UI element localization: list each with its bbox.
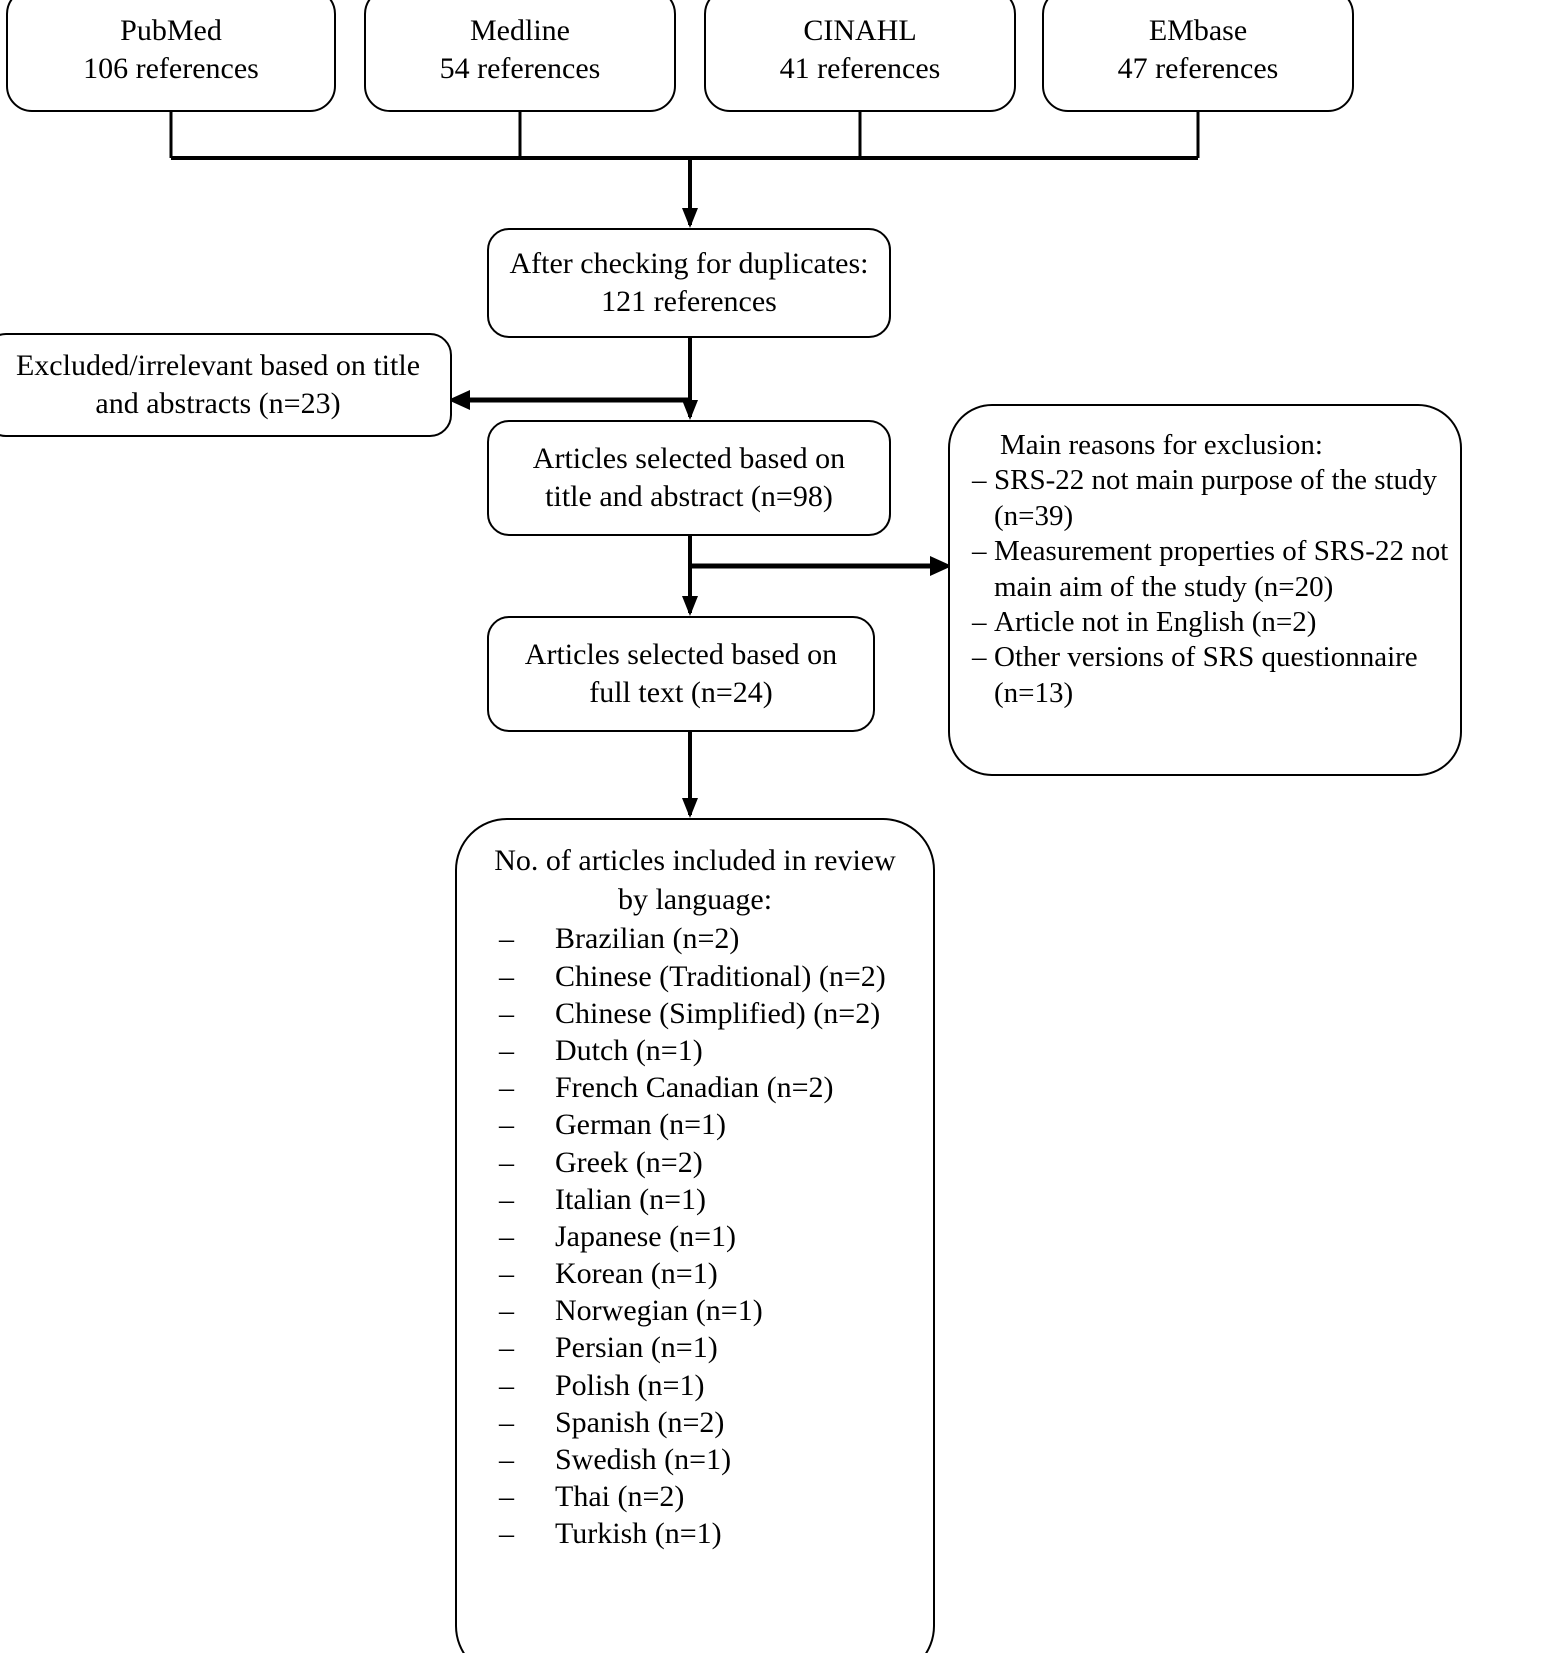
bullet-dash-icon: –	[499, 959, 514, 993]
language-item: – Persian (n=1)	[471, 1329, 919, 1366]
language-item-text: Chinese (Traditional) (n=2)	[555, 959, 886, 993]
language-item-text: Norwegian (n=1)	[555, 1294, 763, 1328]
language-item: – Norwegian (n=1)	[471, 1292, 919, 1329]
exclusion-reasons-box: Main reasons for exclusion: –SRS-22 not …	[948, 404, 1462, 776]
source-count: 106 references	[83, 52, 259, 85]
languages-title-line-1: No. of articles included in review	[494, 844, 896, 877]
language-item: – Swedish (n=1)	[471, 1441, 919, 1478]
languages-title-line-2: by language:	[617, 883, 773, 917]
source-name: EMbase	[1148, 14, 1248, 48]
language-item: – Chinese (Traditional) (n=2)	[471, 958, 919, 995]
source-name: CINAHL	[803, 14, 917, 48]
language-item: – Turkish (n=1)	[471, 1515, 919, 1552]
bullet-dash-icon: –	[499, 1071, 514, 1105]
language-item: – Spanish (n=2)	[471, 1404, 919, 1441]
bullet-dash-icon: –	[499, 922, 514, 956]
selected-title-abstract-box: Articles selected based on title and abs…	[487, 420, 891, 536]
excluded-title-abstract-box: Excluded/irrelevant based on title and a…	[0, 333, 452, 437]
bullet-dash-icon: –	[499, 1368, 514, 1402]
exclusion-reason-text: Other versions of SRS questionnaire (n=1…	[994, 641, 1418, 709]
bullet-dash-icon: –	[499, 1033, 514, 1067]
bullet-dash-icon: –	[972, 535, 987, 568]
arrowhead-bus-to-duplicates	[682, 208, 698, 228]
bullet-dash-icon: –	[499, 1405, 514, 1439]
language-item: – Polish (n=1)	[471, 1367, 919, 1404]
language-item-text: Turkish (n=1)	[555, 1517, 722, 1551]
language-item: – Brazilian (n=2)	[471, 920, 919, 957]
language-item-text: Dutch (n=1)	[555, 1033, 703, 1067]
bullet-dash-icon: –	[972, 605, 987, 638]
selected-fulltext-line-1: Articles selected based on	[524, 638, 838, 672]
language-item-text: Brazilian (n=2)	[555, 922, 740, 956]
duplicates-box: After checking for duplicates: 121 refer…	[487, 228, 891, 338]
language-item: – French Canadian (n=2)	[471, 1069, 919, 1106]
language-item-text: Korean (n=1)	[555, 1257, 718, 1291]
source-name: Medline	[470, 14, 570, 48]
exclusion-reason-text: SRS-22 not main purpose of the study (n=…	[994, 464, 1438, 532]
source-count: 47 references	[1117, 52, 1279, 85]
excluded-line-1: Excluded/irrelevant based on title	[15, 349, 421, 383]
language-item-text: Persian (n=1)	[555, 1331, 718, 1365]
exclusion-reason-item: –SRS-22 not main purpose of the study (n…	[972, 463, 1450, 534]
bullet-dash-icon: –	[972, 464, 987, 497]
bullet-dash-icon: –	[499, 1182, 514, 1216]
exclusion-reasons-list: –SRS-22 not main purpose of the study (n…	[972, 463, 1450, 711]
exclusion-reason-item: –Measurement properties of SRS-22 not ma…	[972, 534, 1450, 605]
language-item: – Italian (n=1)	[471, 1181, 919, 1218]
bullet-dash-icon: –	[972, 641, 987, 674]
bullet-dash-icon: –	[499, 1331, 514, 1365]
arrowhead-fulltext-to-languages	[682, 798, 698, 818]
language-item: – German (n=1)	[471, 1106, 919, 1143]
language-item-text: French Canadian (n=2)	[555, 1071, 834, 1105]
arrowhead-title-to-fulltext	[682, 596, 698, 616]
language-item-text: Thai (n=2)	[555, 1480, 685, 1514]
language-item: – Korean (n=1)	[471, 1255, 919, 1292]
language-item-text: Greek (n=2)	[555, 1145, 703, 1179]
bullet-dash-icon: –	[499, 1480, 514, 1514]
language-item: – Japanese (n=1)	[471, 1218, 919, 1255]
selected-title-line-2: title and abstract (n=98)	[545, 480, 833, 513]
bullet-dash-icon: –	[499, 1517, 514, 1551]
selected-fulltext-line-2: full text (n=24)	[589, 676, 773, 709]
languages-list: – Brazilian (n=2) – Chinese (Traditional) (…	[471, 920, 919, 1552]
language-item-text: Polish (n=1)	[555, 1368, 705, 1402]
bullet-dash-icon: –	[499, 1145, 514, 1179]
source-box-cinahl: CINAHL 41 references	[704, 0, 1016, 112]
bullet-dash-icon: –	[499, 996, 514, 1030]
language-item-text: Italian (n=1)	[555, 1182, 707, 1216]
duplicates-line-2: 121 references	[601, 285, 777, 318]
language-item-text: Chinese (Simplified) (n=2)	[555, 996, 881, 1030]
language-item: – Thai (n=2)	[471, 1478, 919, 1515]
bullet-dash-icon: –	[499, 1108, 514, 1142]
language-item-text: Swedish (n=1)	[555, 1443, 732, 1476]
source-count: 41 references	[779, 52, 941, 85]
selected-full-text-box: Articles selected based on full text (n=…	[487, 616, 875, 732]
bullet-dash-icon: –	[499, 1219, 514, 1253]
language-item: – Dutch (n=1)	[471, 1032, 919, 1069]
language-item: – Greek (n=2)	[471, 1144, 919, 1181]
source-name: PubMed	[120, 14, 222, 48]
source-box-medline: Medline 54 references	[364, 0, 676, 112]
exclusion-reason-item: –Other versions of SRS questionnaire (n=…	[972, 640, 1450, 711]
language-item-text: Spanish (n=2)	[555, 1405, 725, 1439]
language-item-text: Japanese (n=1)	[555, 1219, 737, 1253]
exclusion-reason-text: Measurement properties of SRS-22 not mai…	[994, 535, 1449, 603]
language-item: – Chinese (Simplified) (n=2)	[471, 995, 919, 1032]
source-box-embase: EMbase 47 references	[1042, 0, 1354, 112]
arrowhead-duplicates-to-title	[682, 400, 698, 420]
bullet-dash-icon: –	[499, 1443, 514, 1476]
selected-title-line-1: Articles selected based on	[532, 442, 846, 476]
duplicates-line-1: After checking for duplicates:	[509, 247, 869, 281]
source-count: 54 references	[439, 52, 601, 85]
included-languages-box: No. of articles included in review by la…	[455, 818, 935, 1653]
exclusion-reason-item: –Article not in English (n=2)	[972, 605, 1450, 640]
exclusion-reasons-heading: Main reasons for exclusion:	[1000, 429, 1323, 461]
excluded-line-2: and abstracts (n=23)	[95, 387, 341, 420]
language-item-text: German (n=1)	[555, 1108, 727, 1142]
bullet-dash-icon: –	[499, 1294, 514, 1328]
exclusion-reason-text: Article not in English (n=2)	[994, 605, 1317, 638]
source-box-pubmed: PubMed 106 references	[6, 0, 336, 112]
bullet-dash-icon: –	[499, 1257, 514, 1291]
